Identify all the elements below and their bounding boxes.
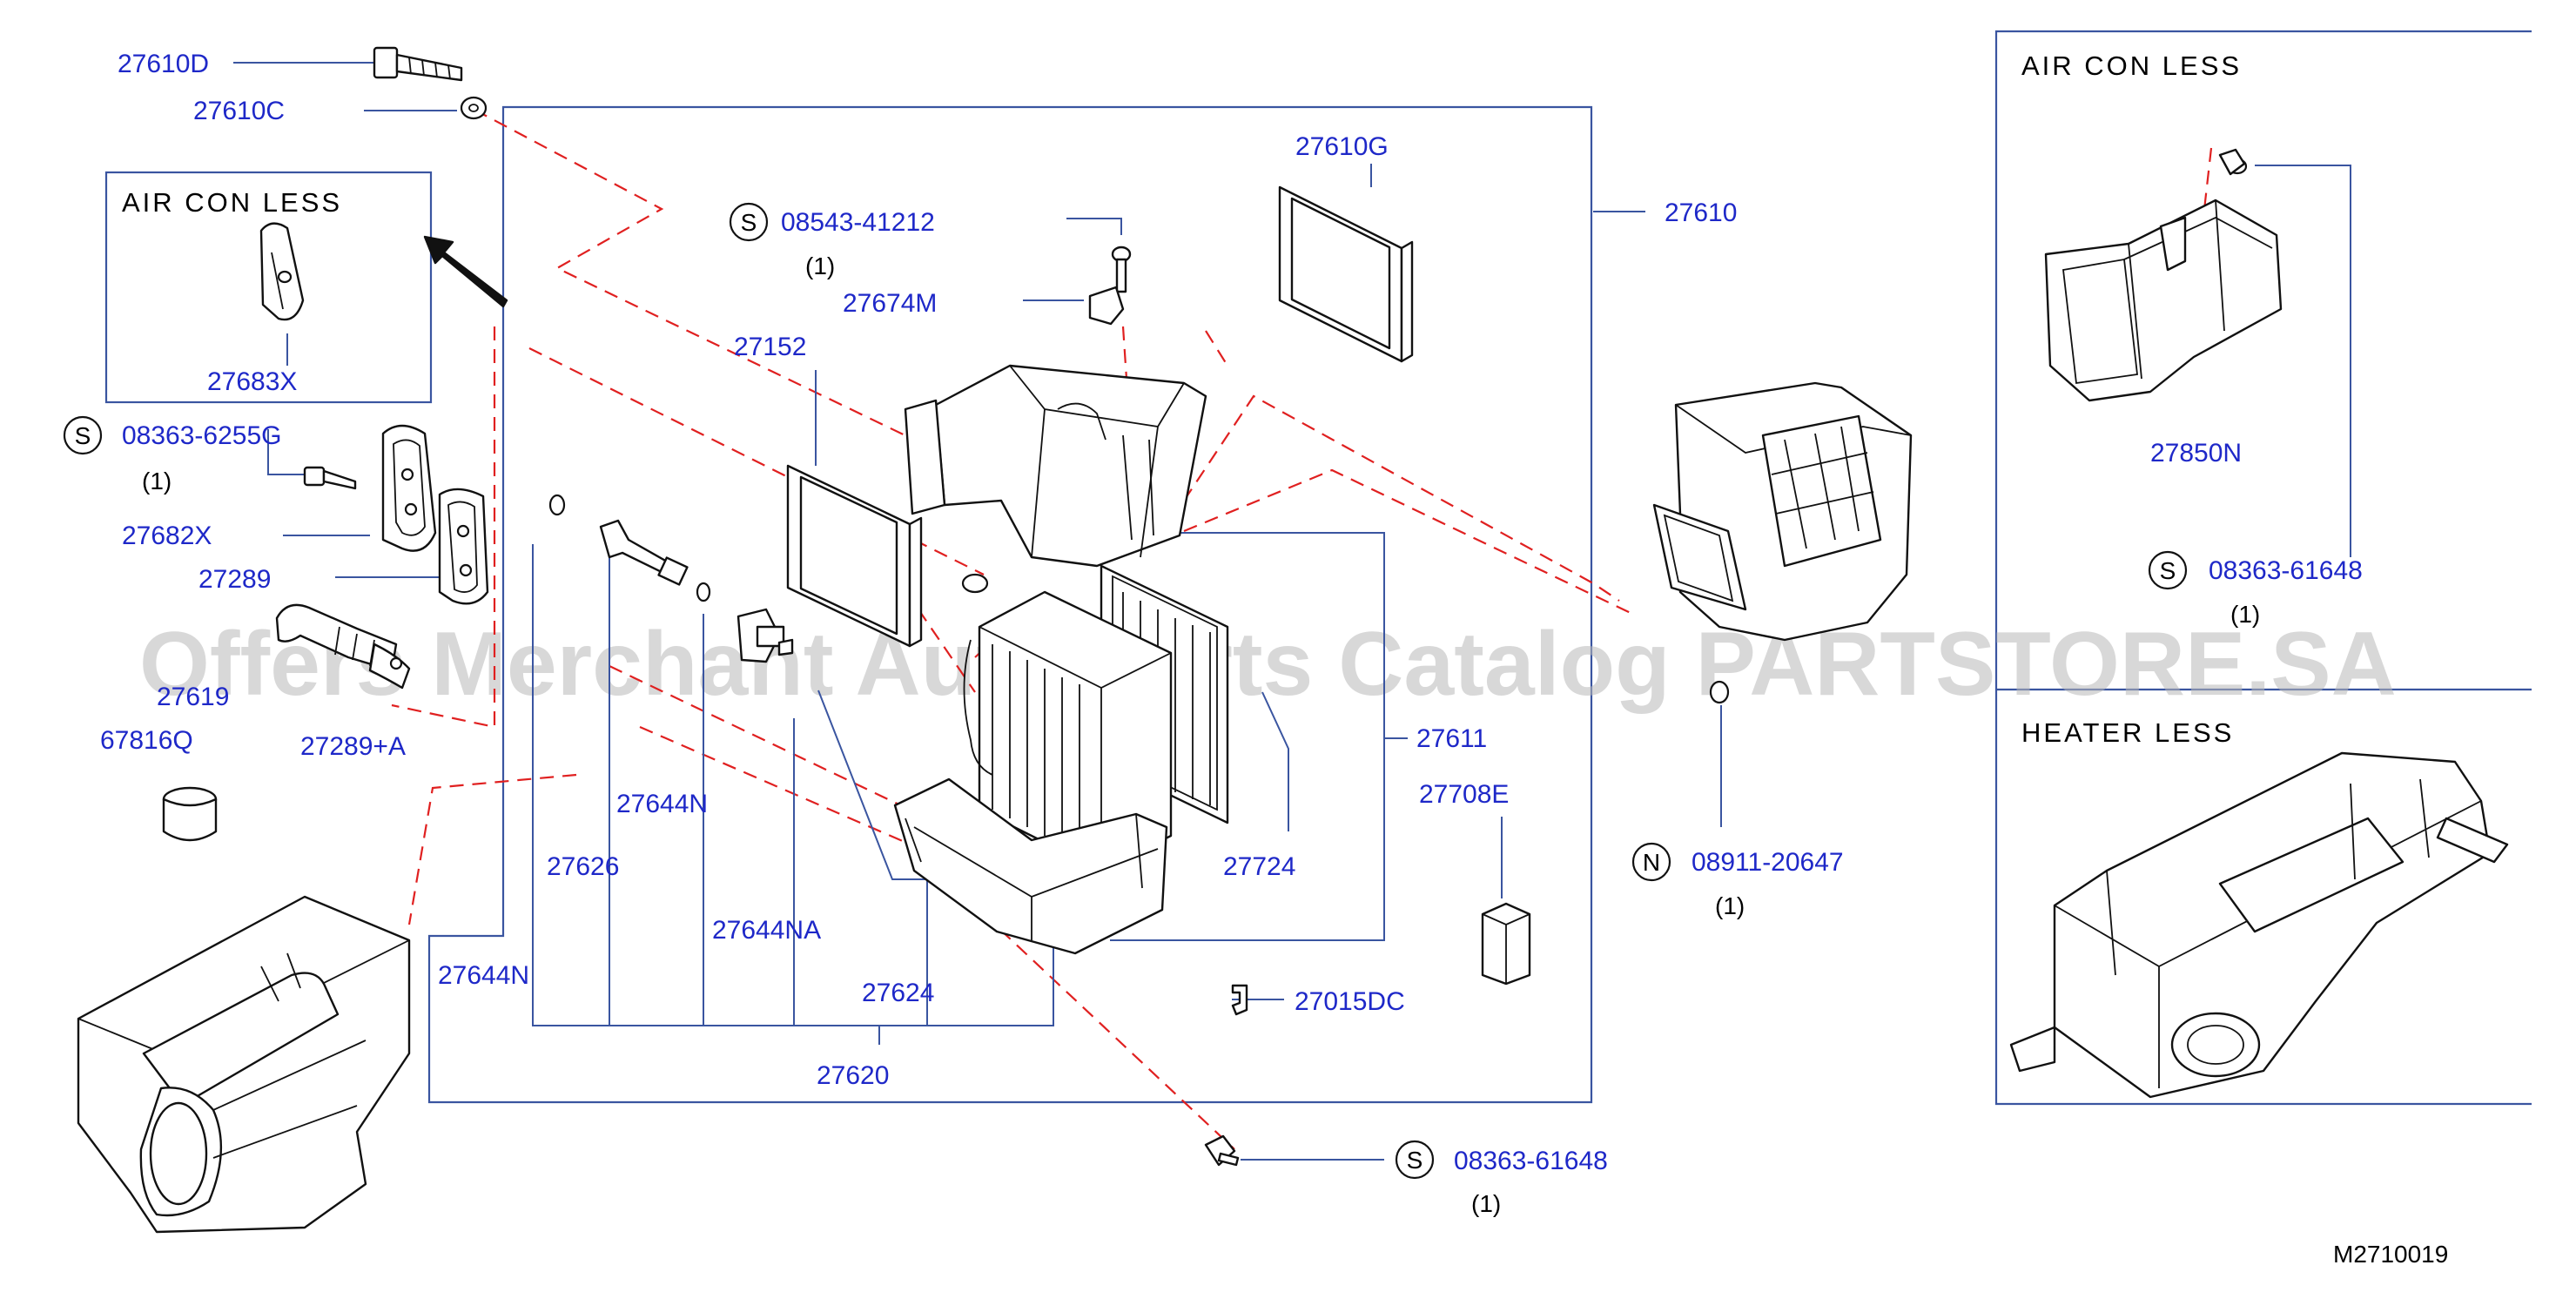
screw-08363-61648-right <box>2218 148 2246 176</box>
label-67816q[interactable]: 67816Q <box>100 726 193 755</box>
clip-27015dc <box>1231 984 1248 1016</box>
part-labels: 27610D 27610C 27683X 08363-6255G (1) 276… <box>100 50 2363 1217</box>
frames <box>104 30 2532 1106</box>
main-assembly-frame <box>427 105 1593 1104</box>
screw-08543-41212 <box>1111 246 1132 293</box>
label-27626[interactable]: 27626 <box>547 852 619 881</box>
qty-08363-61648: (1) <box>2230 601 2260 628</box>
screw-mark-s: S <box>1407 1147 1423 1174</box>
screw-mark-s: S <box>741 209 757 236</box>
label-27610c[interactable]: 27610C <box>193 97 285 125</box>
screw-mark-s: S <box>2160 557 2176 584</box>
label-27724[interactable]: 27724 <box>1223 852 1295 881</box>
clip-27674m <box>1088 286 1125 326</box>
label-27611[interactable]: 27611 <box>1416 724 1487 753</box>
label-27708e[interactable]: 27708E <box>1419 780 1509 809</box>
label-27289[interactable]: 27289 <box>198 565 271 594</box>
heater-less-unit <box>2009 751 2509 1099</box>
screw-08363-61648-bottom <box>1204 1134 1240 1167</box>
qty-08363-6255g: (1) <box>142 468 172 495</box>
label-27644n[interactable]: 27644N <box>616 790 708 818</box>
heater-unit <box>77 895 411 1234</box>
label-27620[interactable]: 27620 <box>817 1061 889 1090</box>
arrow-icon <box>423 235 508 308</box>
case-lower-27624 <box>893 777 1168 955</box>
label-27644n[interactable]: 27644N <box>438 961 529 990</box>
label-27644na[interactable]: 27644NA <box>712 916 821 945</box>
watermark: Offers Merchant Auto Parts Catalog PARTS… <box>139 614 2397 715</box>
pipe-27626 <box>548 494 711 602</box>
cap-27683x <box>259 222 305 321</box>
evaporator-core <box>961 573 1173 872</box>
intake-unit <box>1652 381 1913 704</box>
qty-08911-20647: (1) <box>1715 892 1745 919</box>
label-27152[interactable]: 27152 <box>734 333 806 361</box>
label-27850n[interactable]: 27850N <box>2150 439 2242 468</box>
label-27015dc[interactable]: 27015DC <box>1295 987 1405 1016</box>
screw-marks: S S S N S <box>63 202 2188 1180</box>
inset-header-air-con-less: AIR CON LESS <box>2021 50 2242 81</box>
bolt-27610d <box>373 46 463 82</box>
qty-08363-61648: (1) <box>1471 1190 1501 1217</box>
hose-27289 <box>275 603 411 690</box>
label-08363-61648[interactable]: 08363-61648 <box>1454 1147 1608 1175</box>
label-08543-41212[interactable]: 08543-41212 <box>781 208 935 237</box>
inset-frame-left <box>104 171 433 404</box>
filter-27152 <box>786 464 923 648</box>
label-08911-20647[interactable]: 08911-20647 <box>1692 848 1844 877</box>
screw-08363-6255g <box>303 466 357 490</box>
label-27624[interactable]: 27624 <box>862 979 934 1007</box>
inset-header-air-con-less: AIR CON LESS <box>122 187 342 218</box>
label-08363-6255g[interactable]: 08363-6255G <box>122 421 282 450</box>
valve-27644na <box>736 608 794 663</box>
label-27682x[interactable]: 27682X <box>122 522 212 550</box>
block-27708e <box>1481 902 1531 986</box>
label-27289a[interactable]: 27289+A <box>300 732 406 761</box>
seal-27682x <box>381 424 489 605</box>
cap-67816q <box>162 786 218 842</box>
washer-27610c <box>460 96 488 120</box>
qty-08543-41212: (1) <box>805 252 835 279</box>
label-27610d[interactable]: 27610D <box>118 50 209 78</box>
label-08363-61648[interactable]: 08363-61648 <box>2209 556 2363 585</box>
label-27610[interactable]: 27610 <box>1665 199 1737 227</box>
screw-mark-s: S <box>75 422 91 449</box>
filter-27610g <box>1278 185 1414 363</box>
label-27619[interactable]: 27619 <box>157 683 229 711</box>
parts-drawings <box>77 46 2509 1234</box>
screw-mark-n: N <box>1643 849 1660 876</box>
duct-27850n <box>2044 158 2283 402</box>
diagram-code: M2710019 <box>2333 1241 2448 1268</box>
label-27683x[interactable]: 27683X <box>207 367 297 396</box>
label-27674m[interactable]: 27674M <box>843 289 937 318</box>
label-27610g[interactable]: 27610G <box>1295 132 1389 161</box>
inset-header-heater-less: HEATER LESS <box>2021 717 2234 748</box>
inset-frame-right <box>1994 30 2532 1106</box>
case-upper-27611 <box>904 364 1207 568</box>
